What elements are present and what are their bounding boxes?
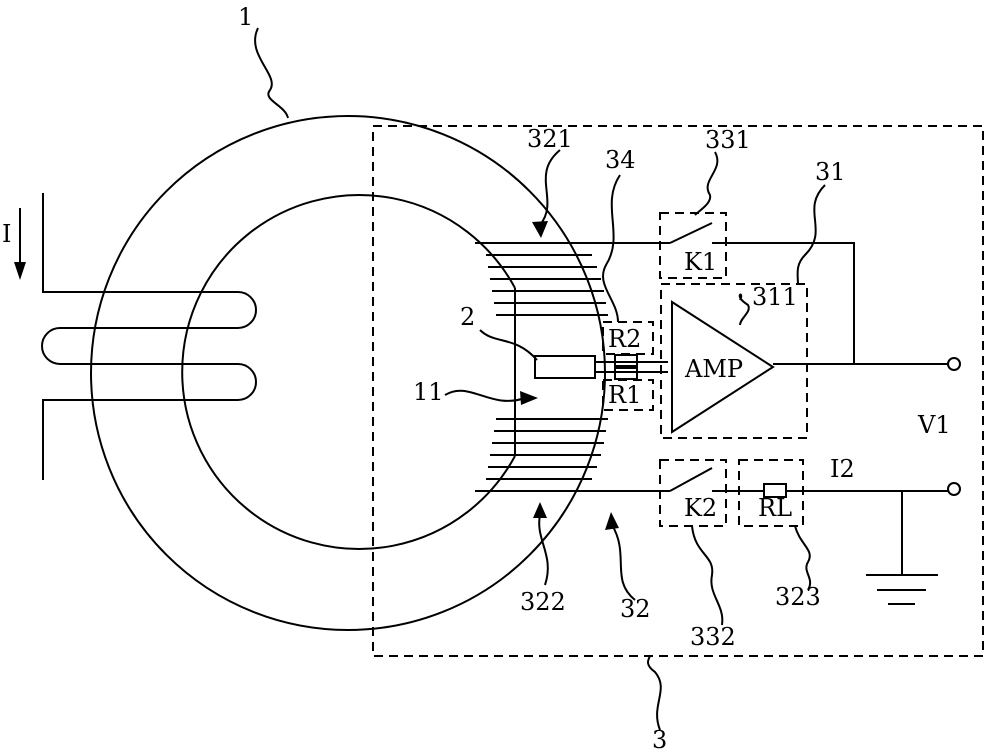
ref-3: 3 bbox=[652, 726, 667, 752]
k1-switch-blade bbox=[669, 222, 713, 244]
resistor-r2-body bbox=[614, 354, 638, 367]
leader-332 bbox=[691, 525, 724, 626]
ref-322: 322 bbox=[520, 588, 566, 616]
r1-label: R1 bbox=[608, 381, 641, 409]
v1-label: V1 bbox=[917, 411, 951, 439]
k1-label: K1 bbox=[684, 248, 717, 276]
ref-31: 31 bbox=[815, 158, 846, 186]
ref-321: 321 bbox=[527, 125, 573, 153]
rl-box bbox=[738, 459, 804, 527]
r1-box bbox=[602, 379, 654, 411]
ref-34: 34 bbox=[605, 146, 636, 174]
k2-switch-blade bbox=[669, 467, 713, 492]
ref-32: 32 bbox=[620, 595, 651, 623]
core-inner-arc bbox=[181, 194, 516, 550]
ref-1: 1 bbox=[238, 3, 253, 31]
k1-box bbox=[659, 212, 727, 279]
lower-winding-hatch bbox=[475, 418, 608, 492]
ref-11: 11 bbox=[413, 378, 444, 406]
resistor-r1-body bbox=[614, 367, 638, 380]
arrow-32 bbox=[605, 512, 636, 601]
r2-box bbox=[602, 321, 654, 355]
ref-332: 332 bbox=[690, 623, 736, 651]
ref-311: 311 bbox=[752, 283, 798, 311]
circuit-box-outline bbox=[372, 125, 984, 657]
primary-conductor bbox=[41, 193, 257, 480]
leader-1 bbox=[254, 27, 289, 119]
i2-label: I2 bbox=[830, 455, 855, 483]
hall-sensor bbox=[534, 355, 596, 379]
amplifier-triangle bbox=[671, 300, 775, 434]
r2-label: R2 bbox=[608, 325, 641, 353]
ref-331: 331 bbox=[705, 126, 751, 154]
leader-2 bbox=[479, 329, 538, 361]
leader-31 bbox=[796, 184, 826, 286]
ground-symbol bbox=[866, 491, 938, 605]
leader-331 bbox=[694, 151, 719, 216]
arrow-321 bbox=[532, 149, 561, 238]
k2-label: K2 bbox=[684, 494, 717, 522]
rl-label: RL bbox=[758, 494, 792, 522]
current-arrow bbox=[14, 208, 26, 280]
output-terminal-bottom bbox=[947, 482, 961, 496]
upper-winding-hatch bbox=[475, 242, 608, 316]
amp-label: AMP bbox=[684, 355, 743, 383]
ref-2: 2 bbox=[460, 303, 475, 331]
leader-34 bbox=[602, 174, 621, 323]
ref-323: 323 bbox=[775, 583, 821, 611]
leader-323 bbox=[794, 525, 812, 591]
core-outer-circle bbox=[90, 115, 606, 631]
leader-311 bbox=[738, 293, 750, 326]
arrow-322 bbox=[533, 502, 549, 586]
output-terminal-top bbox=[947, 357, 961, 371]
leader-3 bbox=[647, 655, 662, 731]
arrow-11 bbox=[444, 389, 538, 405]
current-label: I bbox=[2, 220, 11, 248]
